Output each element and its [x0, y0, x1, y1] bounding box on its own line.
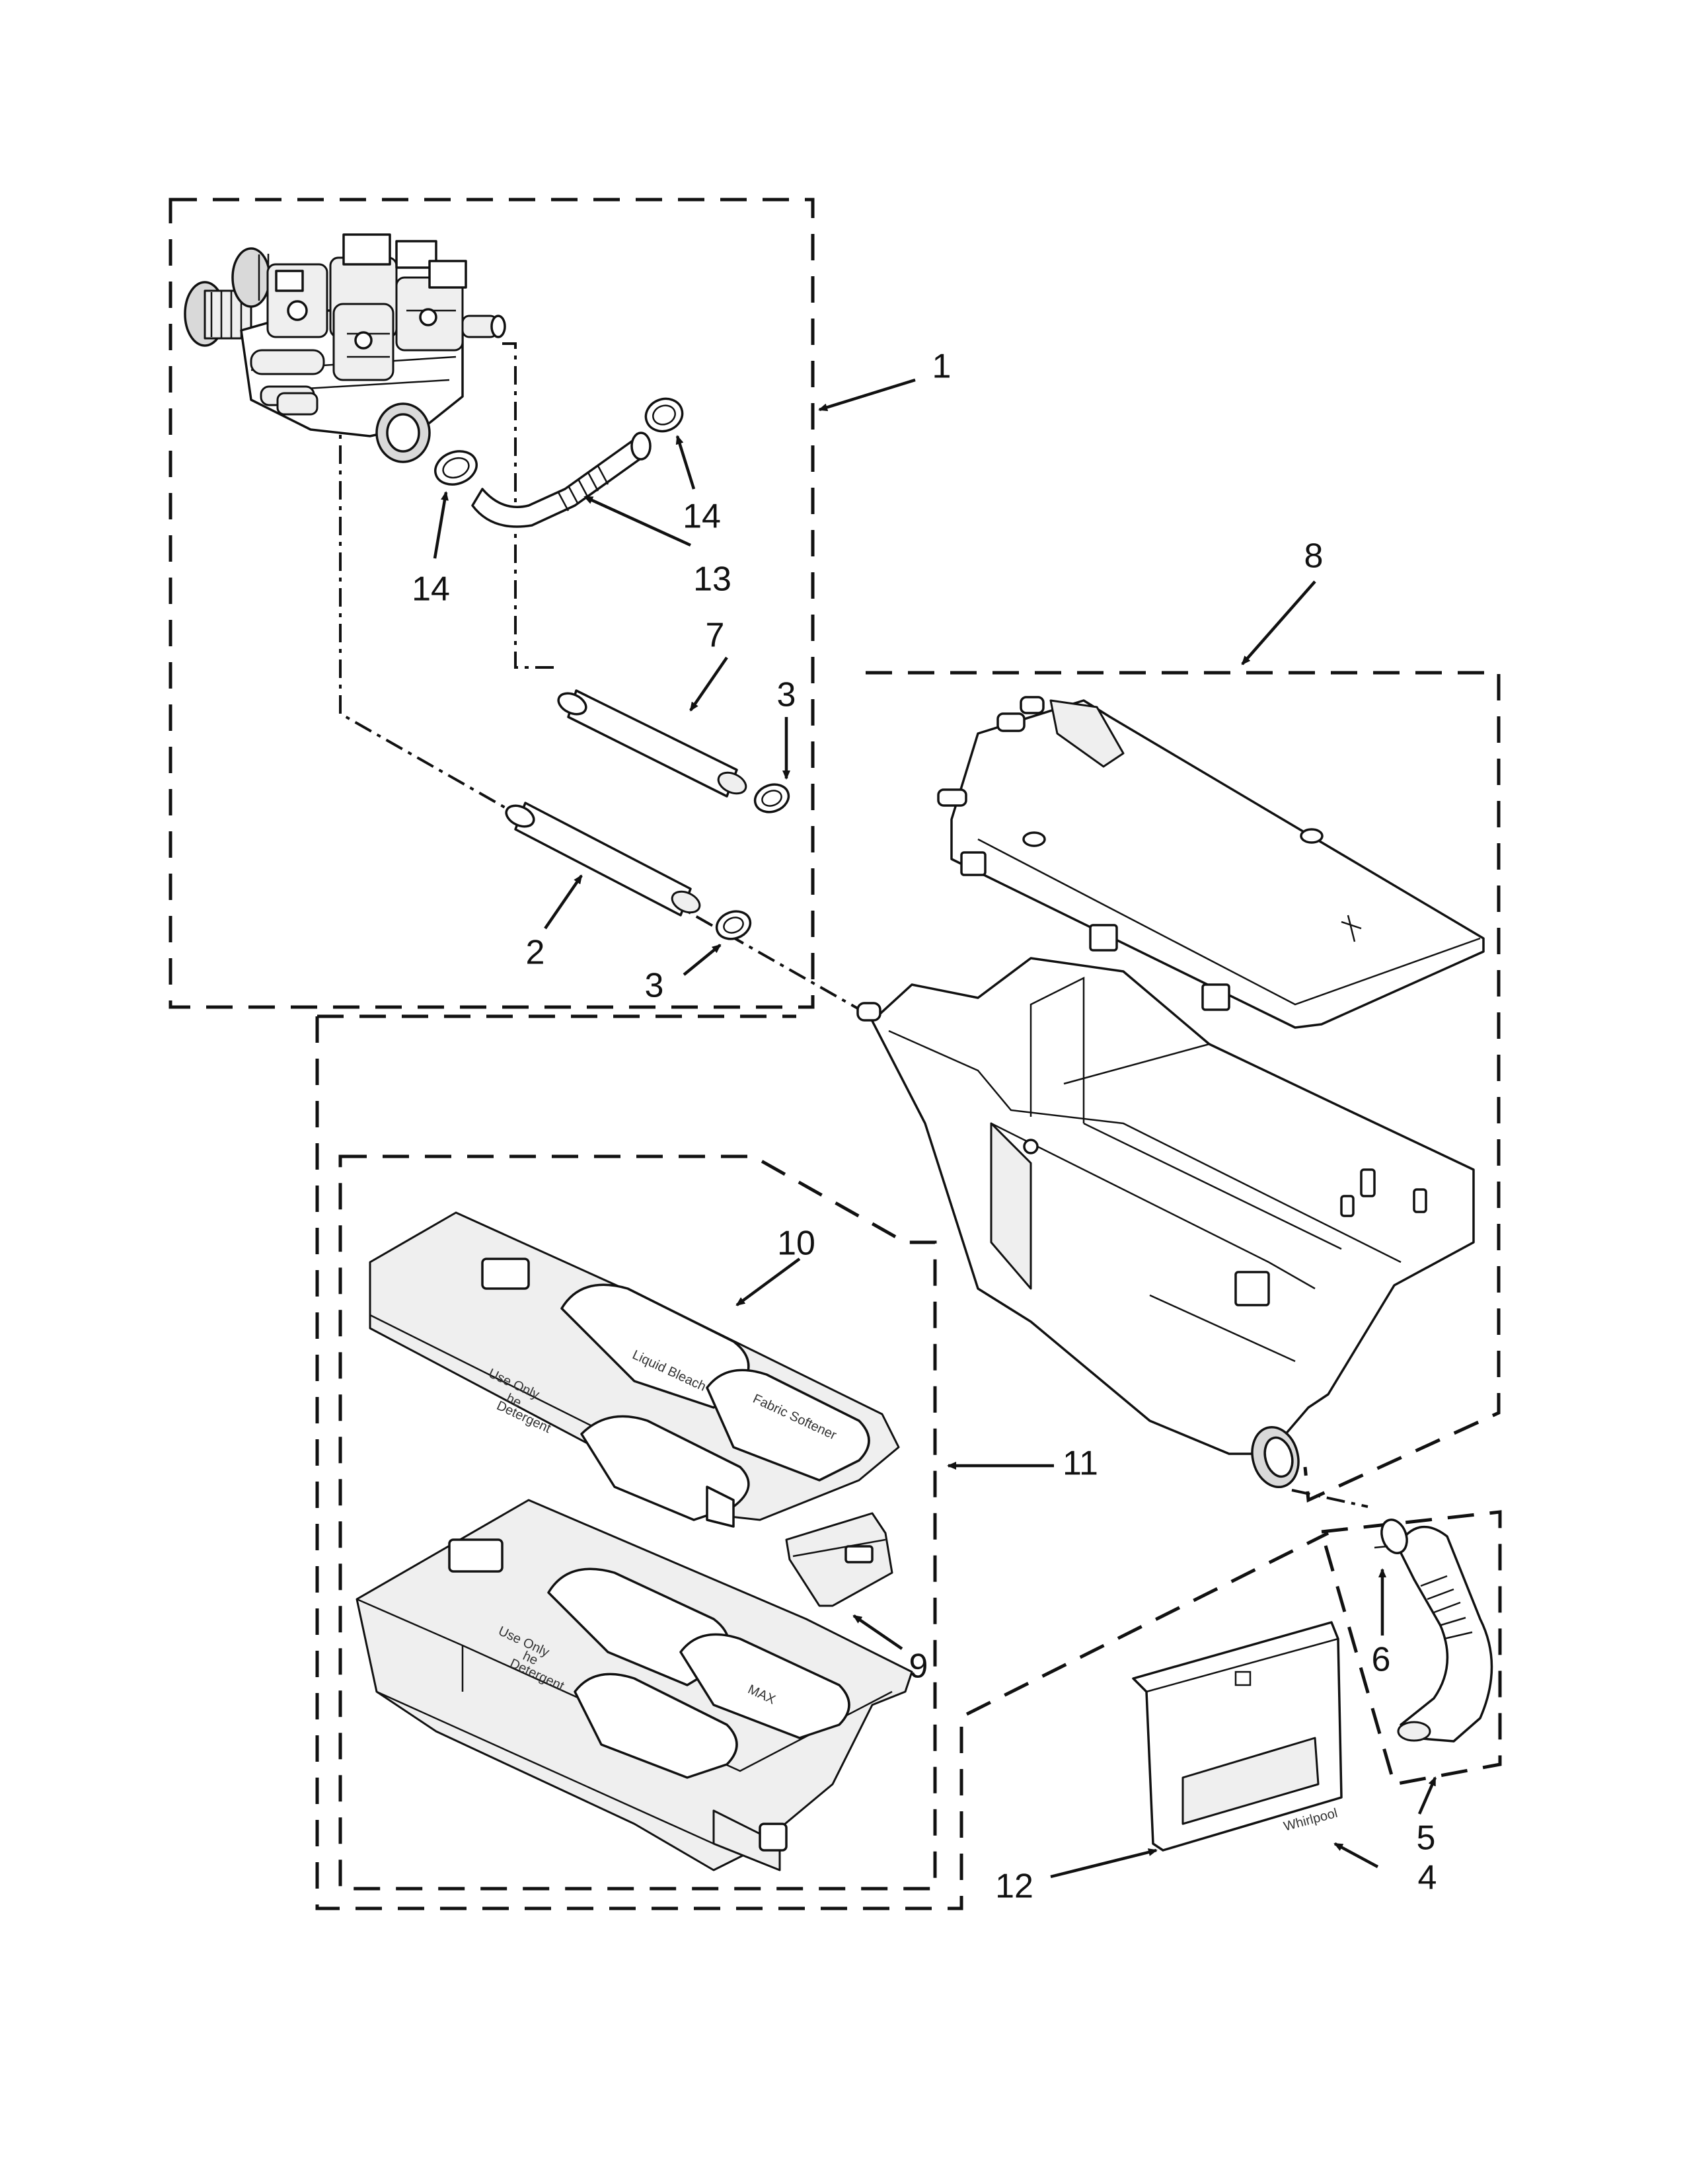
group-box-11-drawer-outer	[315, 1014, 1329, 1910]
siphon-insert-10: Use Only he Detergent Liquid Bleach Fabr…	[369, 1211, 900, 1528]
leader-arrow-5	[1417, 1776, 1437, 1815]
callout-11: 11	[1063, 1445, 1098, 1483]
callout-13: 13	[693, 560, 731, 599]
leader-arrow-14-right	[675, 435, 696, 490]
dispenser-cup-9	[785, 1512, 893, 1607]
callout-14-left: 14	[412, 570, 450, 609]
callout-8: 8	[1304, 537, 1324, 576]
callout-5: 5	[1417, 1819, 1436, 1858]
leader-arrow-12	[1050, 1848, 1158, 1879]
group-box-8-dispenser-housing	[866, 671, 1501, 1503]
callout-12: 12	[995, 1867, 1033, 1906]
drawer-handle-12: Whirlpool	[1132, 1621, 1343, 1852]
leader-arrow-10	[735, 1258, 801, 1306]
callout-1: 1	[932, 348, 952, 386]
dispenser-drawer-11: Use Only he Detergent MAX	[356, 1499, 913, 1871]
group-box-5-hose	[1320, 1510, 1502, 1786]
callout-labels: 1 2 3 3 4 5 6 7 8 9 10 11 12 13 14 14	[412, 348, 1437, 1906]
callout-7: 7	[706, 617, 725, 655]
drain-hose-5	[1396, 1525, 1493, 1743]
clamp-3-upper	[753, 783, 790, 813]
callout-3-upper: 3	[777, 676, 796, 714]
hose-2	[505, 802, 701, 917]
hose-7	[557, 689, 747, 798]
callout-9: 9	[909, 1647, 928, 1686]
clamp-6	[1374, 1519, 1408, 1554]
leader-arrow-14-left	[433, 491, 449, 559]
clamp-3-lower	[715, 910, 752, 940]
water-valve-assembly	[184, 233, 506, 463]
leader-arrow-2	[544, 874, 583, 930]
leader-arrow-3-lower	[683, 944, 722, 976]
leader-arrow-9	[852, 1614, 903, 1650]
leader-arrow-13	[583, 495, 691, 547]
callout-4: 4	[1418, 1859, 1437, 1897]
callout-6: 6	[1372, 1641, 1391, 1679]
hose-13-short	[471, 432, 652, 528]
leader-arrow-7	[689, 656, 728, 712]
callout-2: 2	[526, 934, 545, 972]
leader-arrow-8	[1241, 580, 1316, 665]
clamp-14-left	[434, 450, 478, 486]
callout-10: 10	[777, 1224, 815, 1263]
dispenser-housing-lid	[937, 696, 1485, 1029]
callout-14-right: 14	[683, 498, 721, 536]
leader-arrow-1	[818, 378, 916, 412]
group-boundaries	[168, 198, 1502, 1910]
leader-arrow-4	[1333, 1842, 1379, 1868]
group-box-11-drawer-inner	[338, 1154, 937, 1891]
clamp-14-right	[644, 397, 684, 433]
connection-line-drain	[1291, 1489, 1368, 1508]
connection-line-valve-top	[502, 342, 517, 634]
callout-3-lower: 3	[645, 967, 664, 1005]
leader-arrows	[433, 378, 1437, 1879]
dispenser-housing-body	[856, 957, 1475, 1489]
group-box-1-water-valve	[168, 198, 815, 1009]
